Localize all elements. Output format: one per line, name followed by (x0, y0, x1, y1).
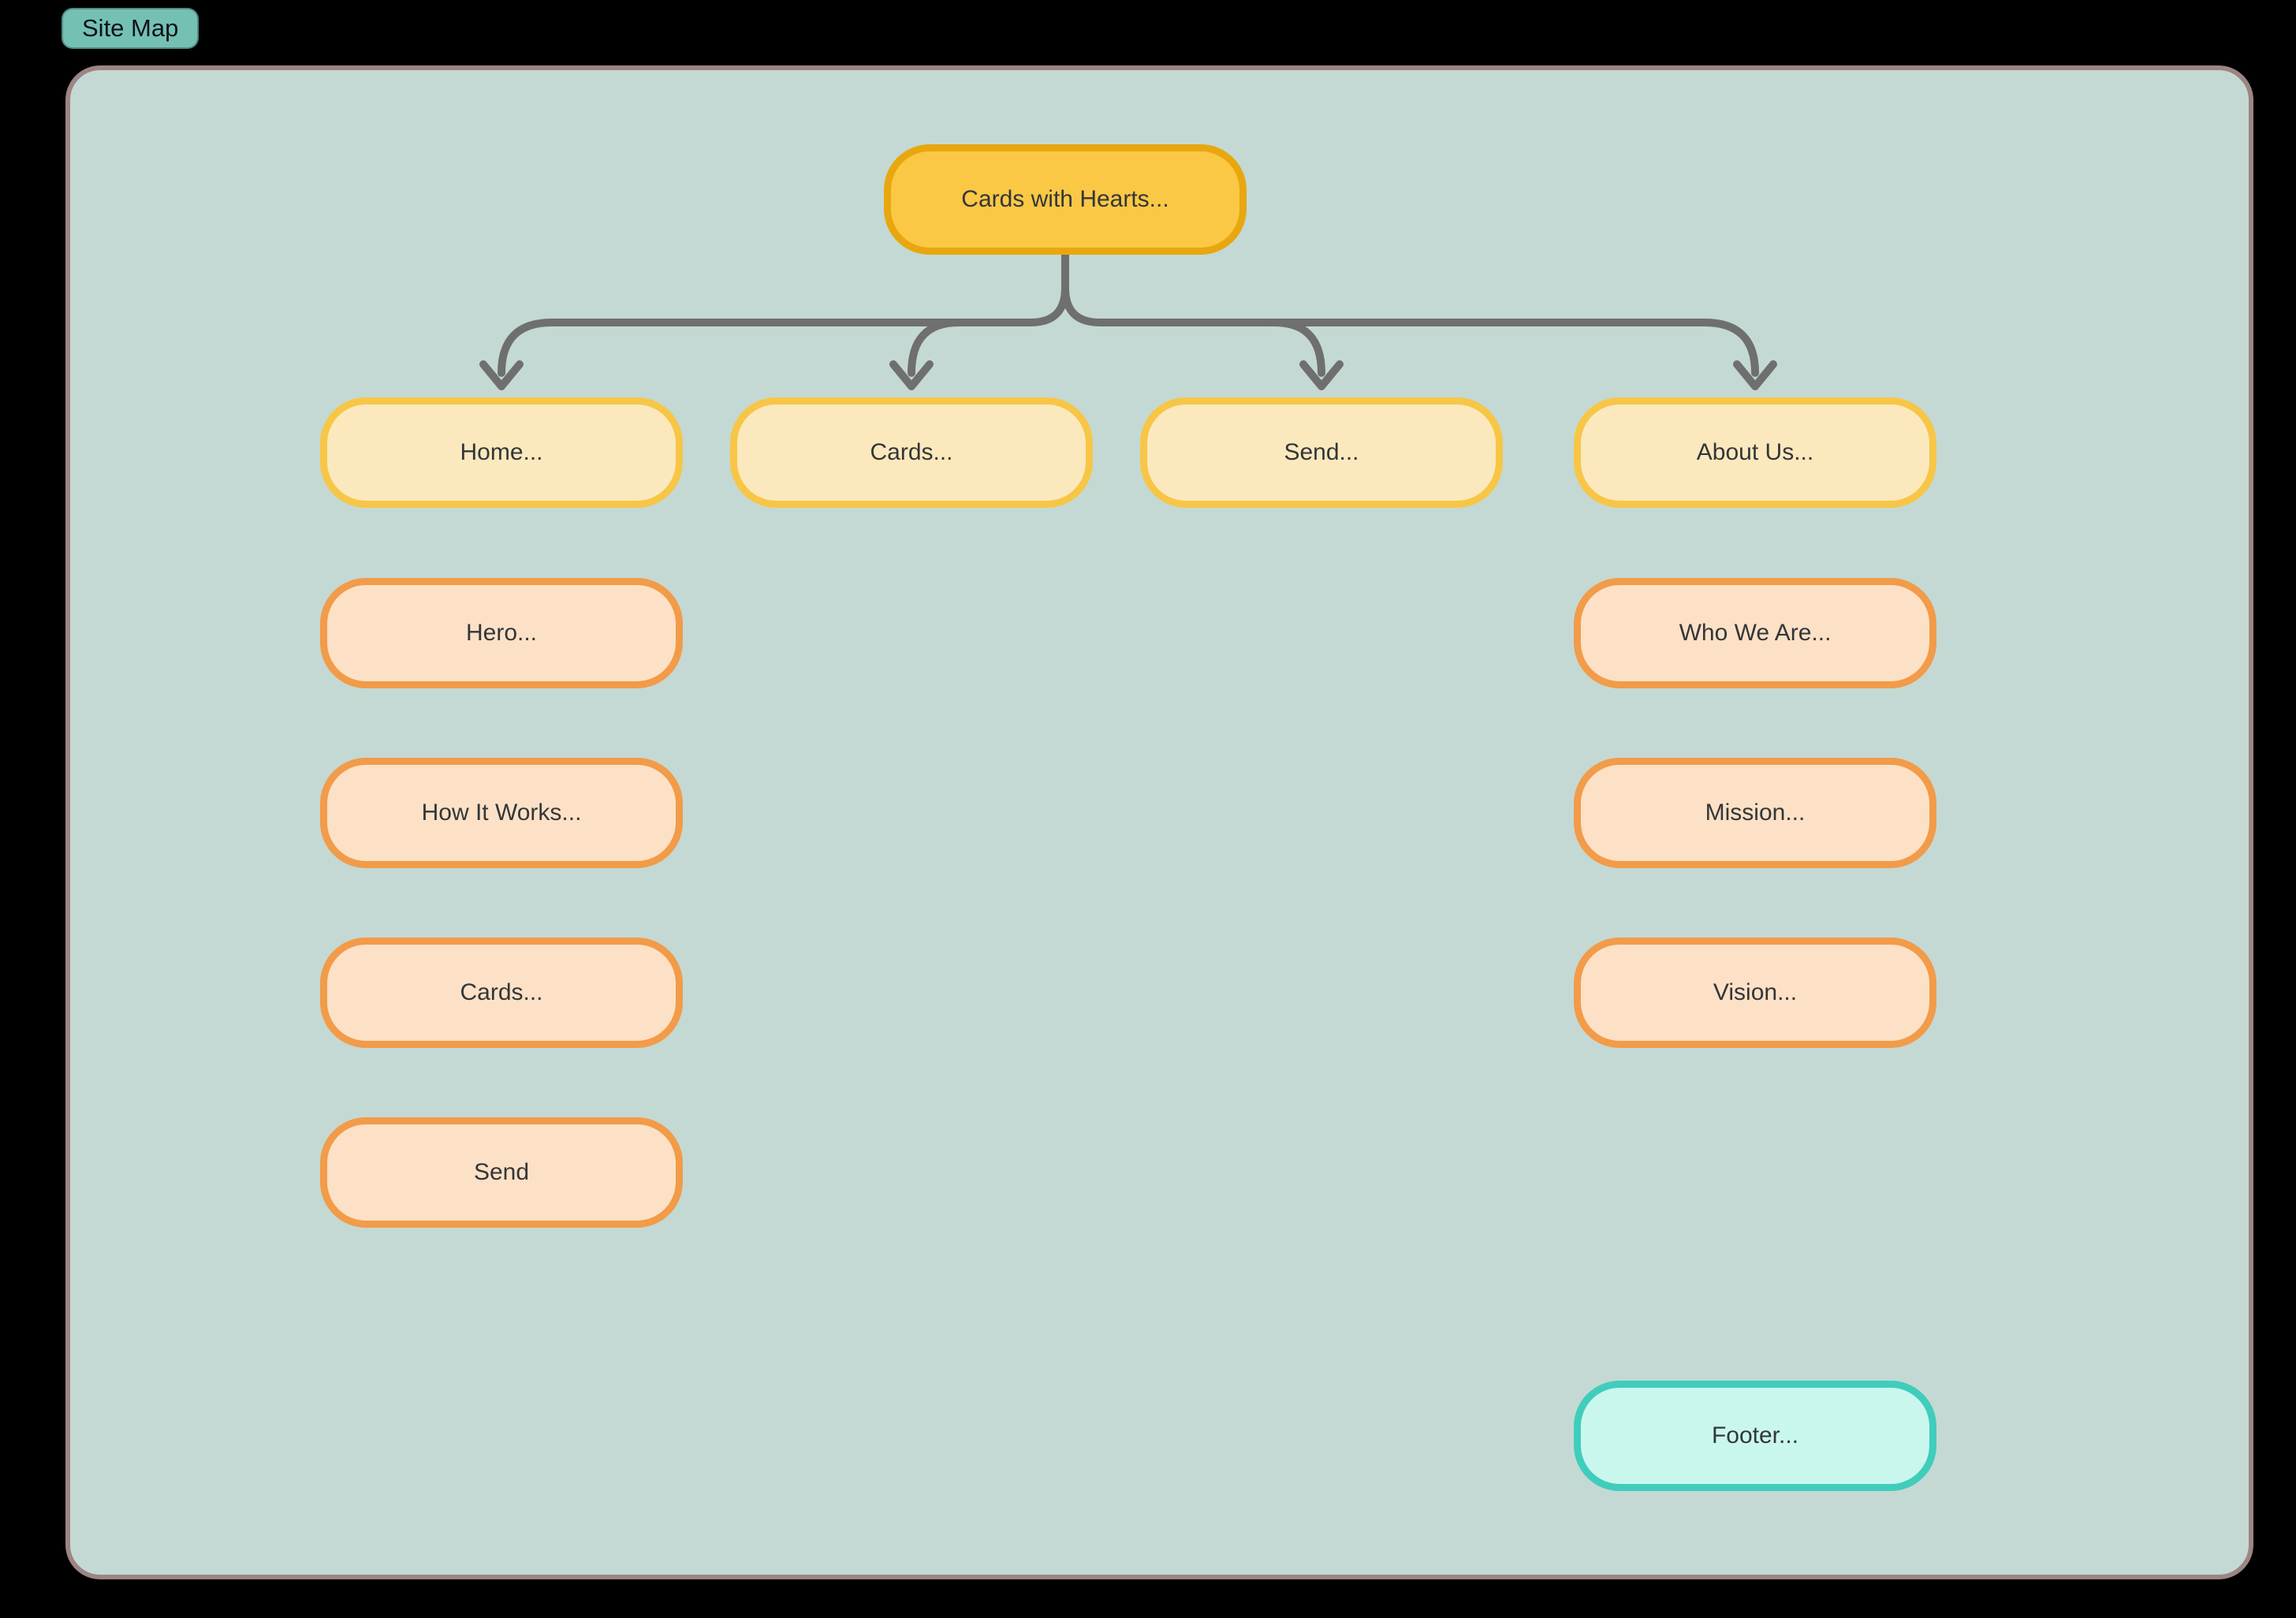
node-how-it-works[interactable]: How It Works... (320, 758, 683, 868)
site-map-badge: Site Map (62, 8, 199, 49)
connector-root-to-send (1270, 319, 1325, 377)
node-hero[interactable]: Hero... (320, 578, 683, 688)
connector-root-to-home (498, 251, 1069, 377)
node-about-us[interactable]: About Us... (1574, 397, 1936, 508)
arrowhead-cards (889, 360, 934, 390)
connector-root-to-cards (908, 319, 963, 377)
arrowhead-home (479, 360, 524, 390)
node-cards-section[interactable]: Cards... (320, 938, 683, 1048)
node-vision[interactable]: Vision... (1574, 938, 1936, 1048)
node-mission[interactable]: Mission... (1574, 758, 1936, 868)
node-cards-page[interactable]: Cards... (730, 397, 1093, 508)
arrowhead-about (1733, 360, 1777, 390)
node-footer[interactable]: Footer... (1574, 1381, 1936, 1491)
arrowhead-send (1299, 360, 1344, 390)
node-send-page[interactable]: Send... (1140, 397, 1503, 508)
sitemap-canvas: Cards with Hearts... Home... Cards... Se… (65, 65, 2253, 1579)
connector-root-to-about (1061, 251, 1759, 377)
node-cards-with-hearts[interactable]: Cards with Hearts... (884, 144, 1247, 255)
node-who-we-are[interactable]: Who We Are... (1574, 578, 1936, 688)
node-send-section[interactable]: Send (320, 1117, 683, 1228)
node-home[interactable]: Home... (320, 397, 683, 508)
